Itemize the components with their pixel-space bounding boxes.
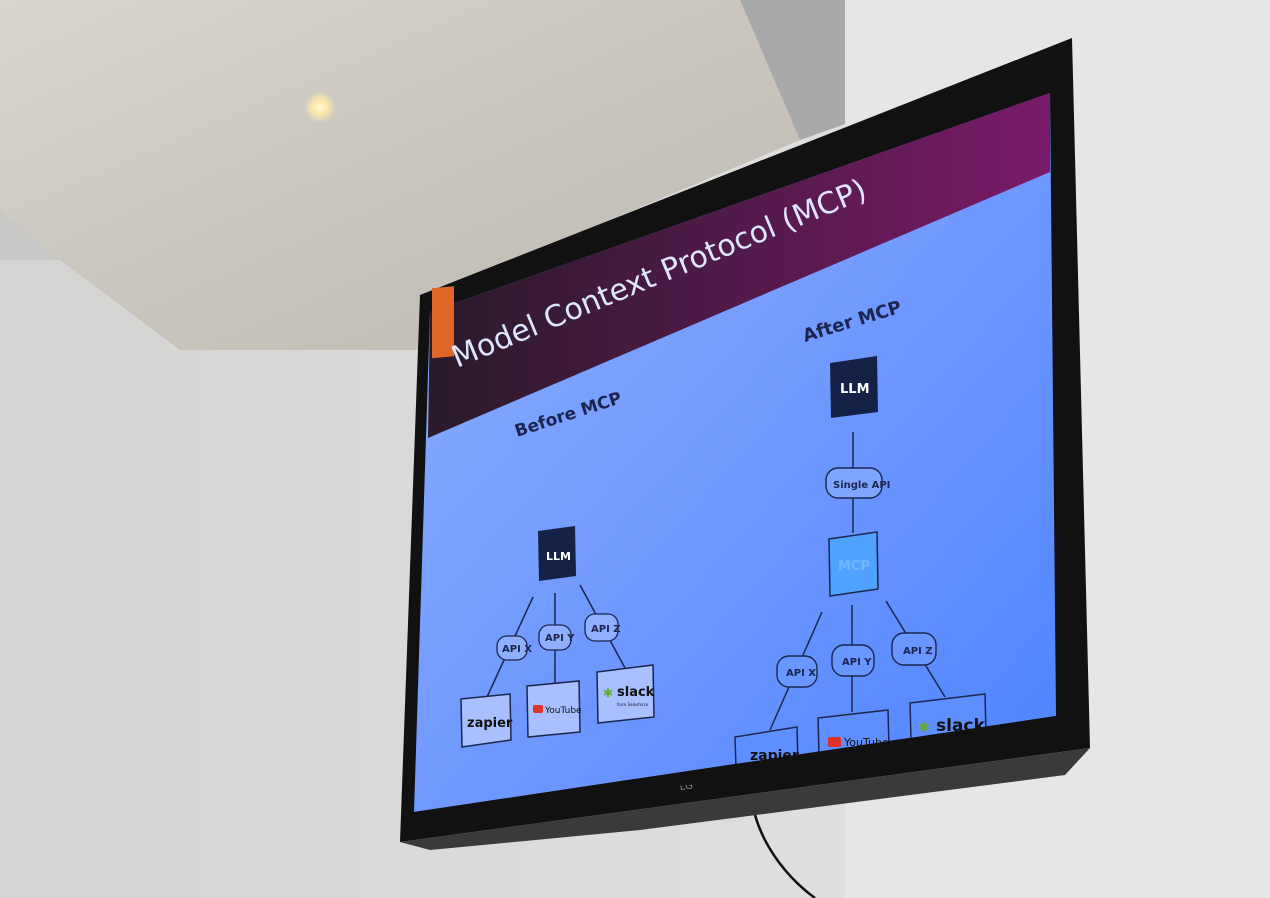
slide-header — [428, 93, 1050, 438]
before-slack-box — [596, 664, 655, 724]
tv-bottom — [400, 748, 1090, 850]
before-llm-box — [538, 526, 576, 581]
slack-icon: ✱ — [918, 720, 930, 736]
after-api-x: API X — [786, 668, 816, 679]
after-api-y: API Y — [842, 657, 872, 668]
after-api-x-pill — [776, 655, 818, 688]
before-llm-label: LLM — [546, 550, 571, 563]
before-slack-sub: from Salesforce — [617, 702, 649, 707]
single-api-pill — [825, 467, 883, 499]
mcp-box — [828, 531, 879, 597]
before-api-x: API X — [502, 644, 532, 655]
slide-logo-icon — [432, 286, 454, 359]
before-youtube-box — [526, 680, 581, 738]
before-api-z-pill — [584, 613, 619, 642]
single-api: Single API — [833, 480, 890, 491]
mcp-label: MCP — [838, 559, 870, 574]
ceiling-edge — [0, 210, 60, 260]
slack-icon: ✱ — [603, 686, 613, 700]
before-zapier: zapier — [467, 716, 513, 731]
before-api-x-pill — [496, 635, 528, 661]
ceiling — [0, 0, 800, 350]
ceiling-light — [304, 91, 336, 123]
after-api-z-pill — [891, 632, 937, 666]
before-youtube: YouTube — [544, 706, 582, 716]
power-cable — [753, 814, 816, 898]
youtube-icon — [828, 737, 841, 747]
tv-lower-bezel — [414, 716, 1056, 818]
after-llm-box — [830, 356, 878, 418]
after-api-z: API Z — [903, 646, 933, 657]
youtube-icon — [533, 705, 543, 713]
after-llm-label: LLM — [840, 382, 870, 397]
before-api-y-pill — [538, 624, 572, 651]
before-zapier-box — [460, 693, 512, 748]
before-slack: slack — [617, 685, 655, 700]
before-api-y: API Y — [545, 633, 575, 644]
before-api-z: API Z — [591, 624, 621, 635]
after-api-y-pill — [831, 644, 875, 677]
